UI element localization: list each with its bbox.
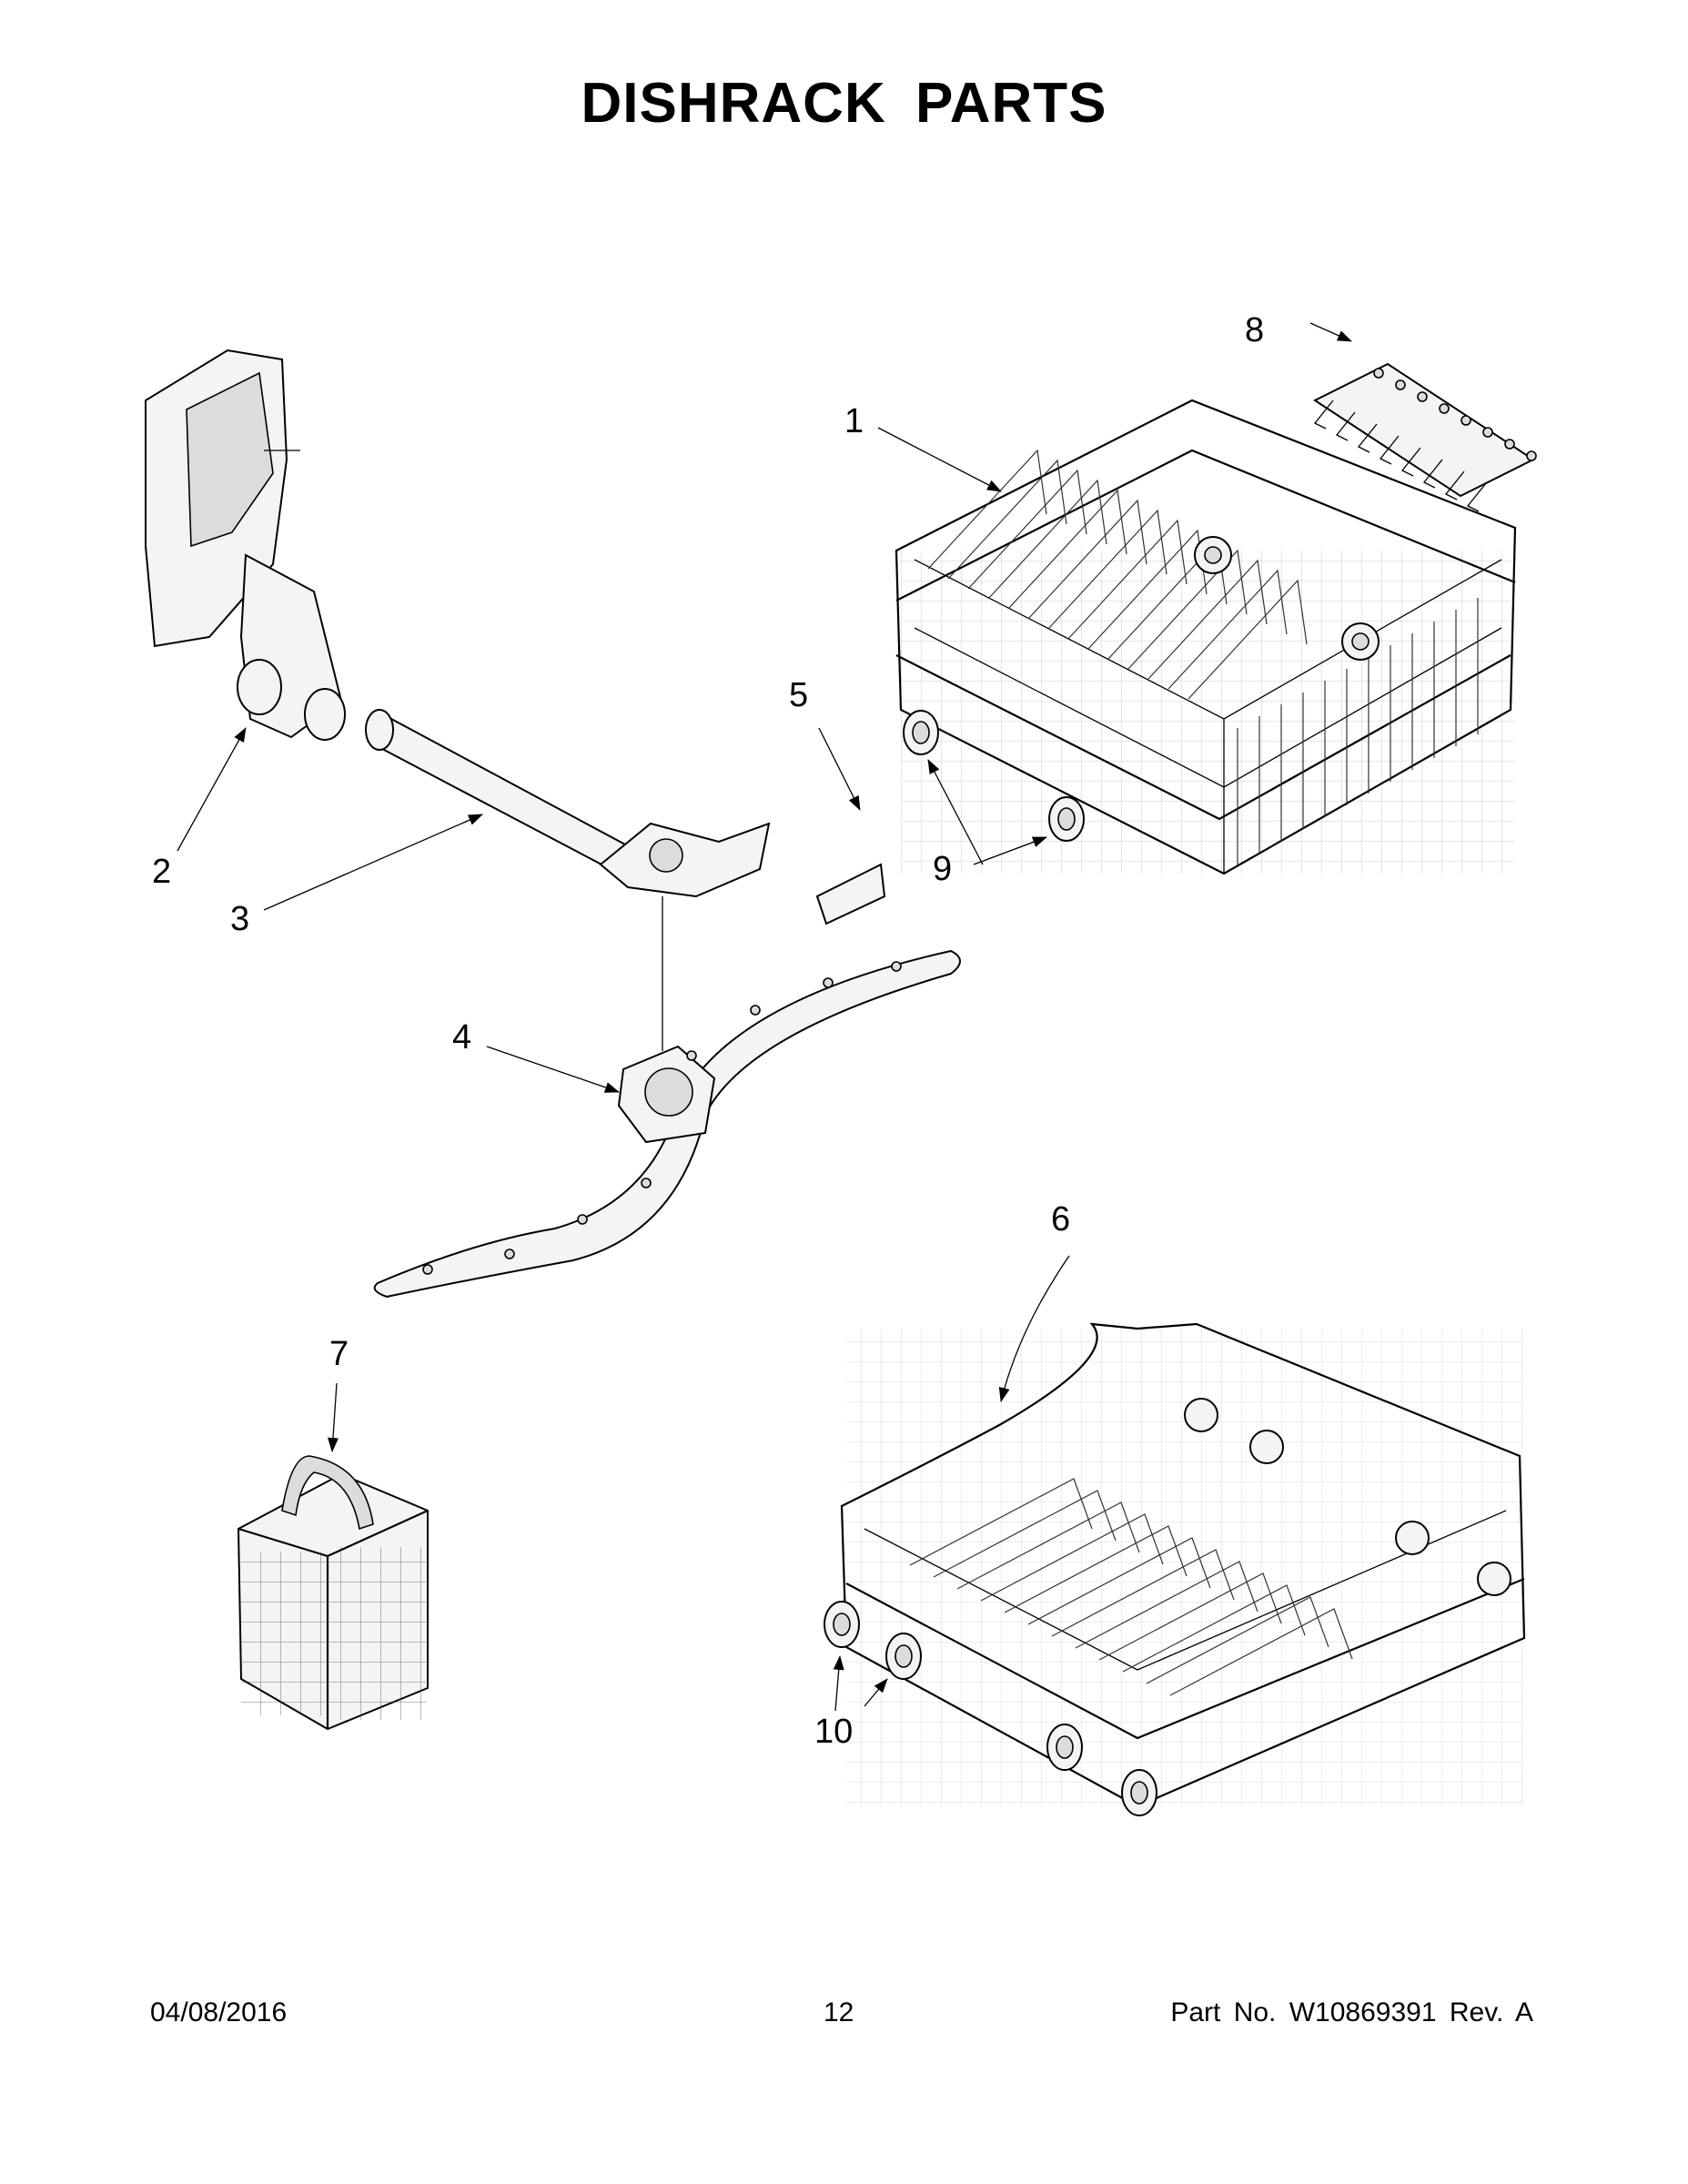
callout-7: 7	[329, 1335, 349, 1373]
callout-6: 6	[1051, 1200, 1070, 1239]
spray-arm-part-4	[373, 949, 961, 1299]
footer-date: 04/08/2016	[150, 1997, 288, 2027]
callout-2: 2	[152, 853, 171, 891]
callout-9: 9	[933, 850, 952, 888]
callout-3: 3	[230, 900, 249, 938]
manifold-housing-part-2	[145, 349, 346, 741]
lower-dishrack-part-6	[840, 1322, 1526, 1808]
callout-8: 8	[1245, 311, 1264, 349]
tine-row-part-8	[1312, 362, 1537, 512]
leader-lines	[177, 322, 1352, 1712]
bracket-part-5	[815, 863, 886, 925]
callout-1: 1	[844, 402, 864, 440]
callout-10: 10	[814, 1713, 853, 1751]
upper-dishrack-part-1	[895, 399, 1517, 875]
footer-part-number: Part No. W10869391 Rev. A	[1170, 1997, 1533, 2027]
callout-5: 5	[789, 676, 808, 714]
footer-page-number: 12	[824, 1997, 854, 2027]
callout-4: 4	[452, 1018, 471, 1057]
wheels-part-10	[824, 1601, 1157, 1816]
silverware-basket-part-7	[237, 1455, 429, 1731]
spray-tube-part-3	[365, 709, 771, 1051]
page-title: DISHRACK PARTS	[581, 72, 1107, 135]
wheels-part-9	[903, 710, 1085, 842]
